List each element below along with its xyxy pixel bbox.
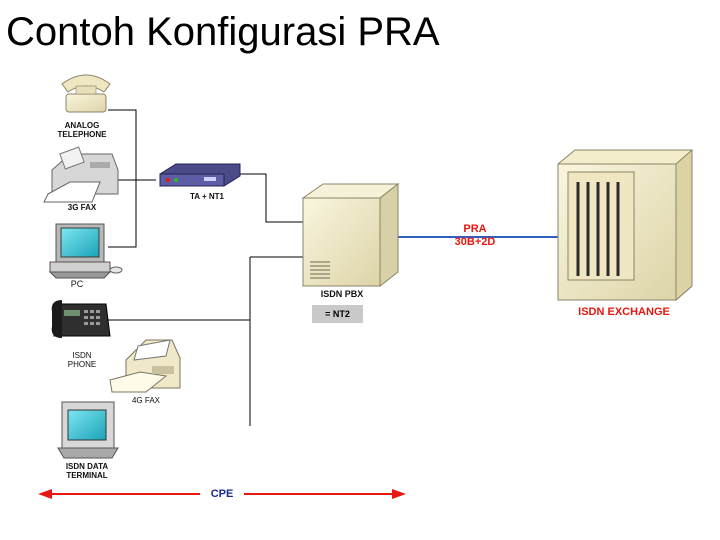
ta-to-pbx-line (238, 173, 303, 223)
connection-lines (108, 109, 303, 426)
pc-label: PC (70, 279, 84, 289)
isdn-data-terminal-label: ISDN DATA TERMINAL (65, 462, 109, 480)
analog-telephone-icon (61, 74, 111, 113)
analog-phone-line (108, 109, 137, 180)
fax-3g-icon (43, 146, 119, 203)
ta-nt1-label: TA + NT1 (189, 192, 224, 201)
cpe-label: CPE (200, 488, 244, 500)
cpe-arrow-left (38, 489, 52, 499)
fax-3g-label: 3G FAX (67, 203, 97, 212)
isdn-pbx-cabinet-icon (301, 182, 400, 288)
isdn-exchange-icon (557, 148, 693, 302)
slide-title: Contoh Konfigurasi PRA (6, 10, 440, 54)
isdn-phone-label: ISDN PHONE (67, 351, 97, 369)
isdn-exchange-label: ISDN EXCHANGE (578, 306, 670, 318)
pra-label: PRA (463, 223, 487, 235)
fax-4g-icon (109, 339, 181, 393)
cpe-arrow-right (392, 489, 406, 499)
ta-nt1-box-icon (159, 163, 241, 187)
fax-4g-label: 4G FAX (131, 396, 160, 405)
pc-icon (48, 223, 123, 279)
isdn-pbx-label: ISDN PBX (320, 289, 364, 299)
isdn-data-terminal-icon (57, 401, 119, 459)
pc-line (108, 180, 137, 248)
pra-channels-label: 30B+2D (454, 236, 496, 248)
nt2-badge: = NT2 (312, 305, 363, 323)
analog-telephone-label: ANALOG TELEPHONE (57, 121, 107, 139)
isdn-phone-icon (51, 300, 111, 338)
